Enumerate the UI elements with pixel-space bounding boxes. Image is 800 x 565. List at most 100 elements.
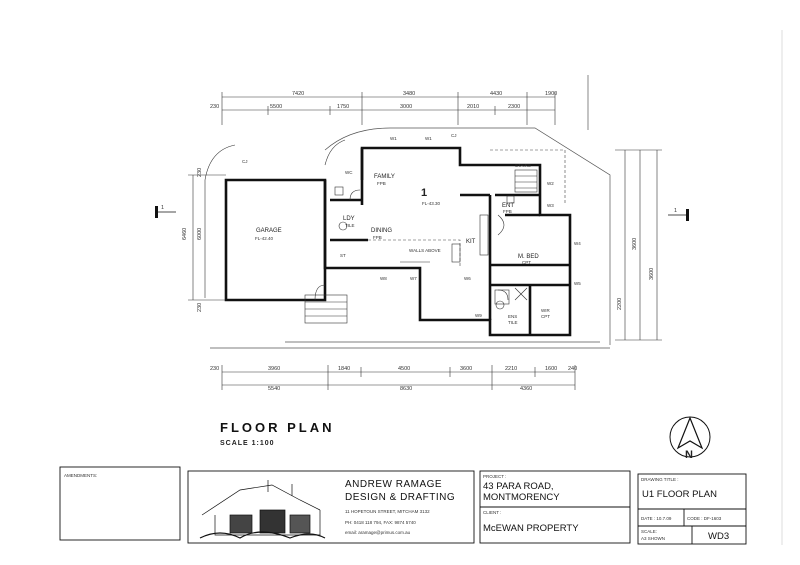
drawing-title-label: DRAWING TITLE : — [641, 477, 679, 482]
tag-w1-a: W1 — [390, 136, 397, 141]
tag-w3: W3 — [547, 203, 554, 208]
sheet-number: WD3 — [708, 531, 729, 542]
project-line-1: 43 PARA ROAD, — [483, 481, 554, 492]
bottom-dim-10: 8630 — [400, 386, 412, 392]
plan-title: FLOOR PLAN — [220, 420, 335, 435]
room-dining-floor: FPB — [373, 235, 382, 240]
drawing-title: U1 FLOOR PLAN — [642, 489, 717, 500]
stairs-label: STAIRS — [515, 163, 531, 168]
level-marker: 1 — [421, 187, 427, 199]
top-dim-6: 5500 — [270, 104, 282, 110]
scale-label: SCALE: — [641, 529, 657, 534]
room-dining: DINING — [371, 228, 392, 234]
upper-floor-outline — [368, 149, 566, 268]
top-dim-5: 230 — [210, 104, 219, 110]
room-wc: WC — [345, 170, 353, 175]
section-marker-left — [155, 206, 176, 218]
room-garage: GARAGE — [256, 228, 282, 234]
top-dim-4: 1900 — [545, 91, 557, 97]
project-label: PROJECT : — [483, 474, 506, 479]
bottom-dim-9: 5540 — [268, 386, 280, 392]
tag-w4: W4 — [574, 241, 581, 246]
section-marker-right — [668, 209, 689, 221]
title-block — [59, 466, 747, 545]
bottom-dim-7: 1600 — [545, 366, 557, 372]
left-dim-1: 6460 — [182, 228, 188, 240]
bottom-dim-6: 2210 — [505, 366, 517, 372]
room-family-floor: FPB — [377, 181, 386, 186]
room-master-bed-floor: CPT — [522, 260, 531, 265]
firm-name-1: ANDREW RAMAGE — [345, 479, 442, 490]
left-dim-4: 230 — [197, 303, 203, 312]
building-walls — [224, 146, 572, 337]
room-entry: ENT — [502, 203, 514, 209]
room-ensuite: ENS — [508, 314, 517, 319]
room-laundry-floor: TILE — [345, 223, 355, 228]
client-name: McEWAN PROPERTY — [483, 523, 579, 534]
amendments-label: AMENDMENTS: — [64, 473, 97, 478]
bottom-dim-5: 3600 — [460, 366, 472, 372]
top-dim-10: 2300 — [508, 104, 520, 110]
top-dim-3: 4430 — [490, 91, 502, 97]
section-label-left: 1 — [161, 205, 164, 211]
client-label: CLIENT : — [483, 510, 501, 515]
bottom-dimensions — [221, 365, 576, 390]
right-dim-3: 2200 — [617, 298, 623, 310]
bottom-dim-3: 1840 — [338, 366, 350, 372]
plan-scale: SCALE 1:100 — [220, 440, 275, 447]
right-dim-2: 3600 — [649, 268, 655, 280]
room-kitchen: KIT — [466, 239, 476, 245]
tag-w1-b: W1 — [425, 136, 432, 141]
tag-w8: W8 — [380, 276, 387, 281]
top-dim-2: 3480 — [403, 91, 415, 97]
room-wir: WIR — [541, 308, 550, 313]
left-dimensions — [188, 174, 226, 301]
room-garage-level: FL-42.40 — [255, 236, 274, 241]
top-dim-8: 3000 — [400, 104, 412, 110]
entry-steps — [304, 294, 348, 324]
tag-w6: W6 — [464, 276, 471, 281]
top-dim-7: 1750 — [337, 104, 349, 110]
project-line-2: MONTMORENCY — [483, 492, 560, 503]
tag-w9: W9 — [475, 313, 482, 318]
left-dim-3: 230 — [197, 168, 203, 177]
room-laundry: LDY — [343, 216, 355, 222]
bottom-dim-4: 4500 — [398, 366, 410, 372]
scale-value: A3 SHOWN — [641, 536, 665, 541]
house-sketch-logo — [199, 480, 326, 539]
room-ensuite-floor: TILE — [508, 320, 518, 325]
firm-address: 11 HOPETOUN STREET, MITCHAM 3132 — [345, 509, 430, 514]
tag-w2: W2 — [547, 181, 554, 186]
room-living-level: FL-43.30 — [422, 201, 441, 206]
room-master-bed: M. BED — [518, 254, 539, 260]
bottom-dim-8: 240 — [568, 366, 577, 372]
site-boundary — [210, 75, 611, 349]
right-dimensions — [615, 149, 662, 341]
right-dim-1: 3600 — [632, 238, 638, 250]
tag-cj-2: CJ — [451, 133, 457, 138]
bottom-dim-11: 4360 — [520, 386, 532, 392]
room-entry-floor: FPB — [503, 209, 512, 214]
stair-treads — [514, 169, 538, 193]
bottom-dim-1: 230 — [210, 366, 219, 372]
fixtures — [334, 186, 528, 310]
top-dim-1: 7420 — [292, 91, 304, 97]
top-dim-9: 2010 — [467, 104, 479, 110]
room-wir-floor: CPT — [541, 314, 550, 319]
tag-w7: W7 — [410, 276, 417, 281]
bottom-dim-2: 3960 — [268, 366, 280, 372]
left-dim-2: 6000 — [197, 228, 203, 240]
north-arrow — [669, 416, 711, 458]
room-store: ST — [340, 253, 346, 258]
drawing-code: CODE : DF-1603 — [687, 516, 722, 521]
room-family: FAMILY — [374, 174, 395, 180]
section-label-right: 1 — [674, 208, 677, 214]
tag-w5: W5 — [574, 281, 581, 286]
firm-phone: PH: 0418 118 794, FAX: 9874 5740 — [345, 520, 416, 525]
tag-cj-1: CJ — [242, 159, 248, 164]
top-dimensions — [221, 92, 556, 125]
firm-name-2: DESIGN & DRAFTING — [345, 492, 455, 503]
walls-above-label: WALLS ABOVE — [409, 248, 441, 253]
drawing-date: DATE : 10.7.09 — [641, 516, 672, 521]
